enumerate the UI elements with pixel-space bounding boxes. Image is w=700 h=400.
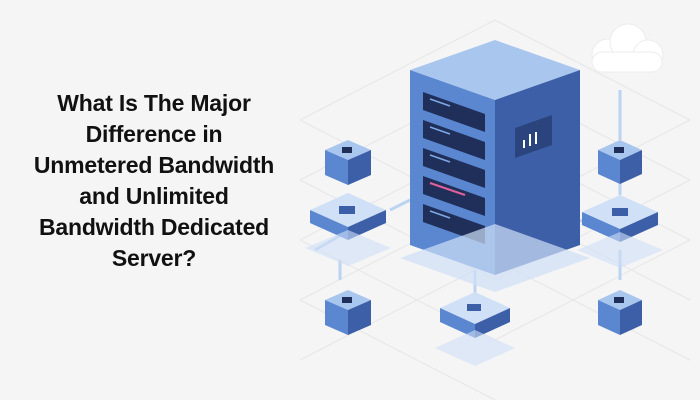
data-cube-icon [598,290,642,335]
title-line-4: and Unlimited [79,183,229,209]
page-title: What Is The Major Difference in Unmetere… [8,88,300,274]
server-network-illustration [299,19,691,400]
data-cube-icon [598,140,642,184]
title-line-6: Server? [111,245,197,271]
network-node-icon [435,292,515,366]
data-cube-icon [325,140,371,185]
network-node-icon [577,195,663,268]
status-led [429,182,466,196]
data-cube-icon [325,290,371,335]
title-line-3: Unmetered Bandwidth [33,152,275,178]
title-line-5: Bandwidth Dedicated [38,214,270,240]
server-rack-icon [400,40,590,292]
network-node-icon [305,193,391,266]
title-line-2: Difference in [85,121,223,147]
cloud-icon [591,23,664,73]
title-line-1: What Is The Major [57,90,251,116]
